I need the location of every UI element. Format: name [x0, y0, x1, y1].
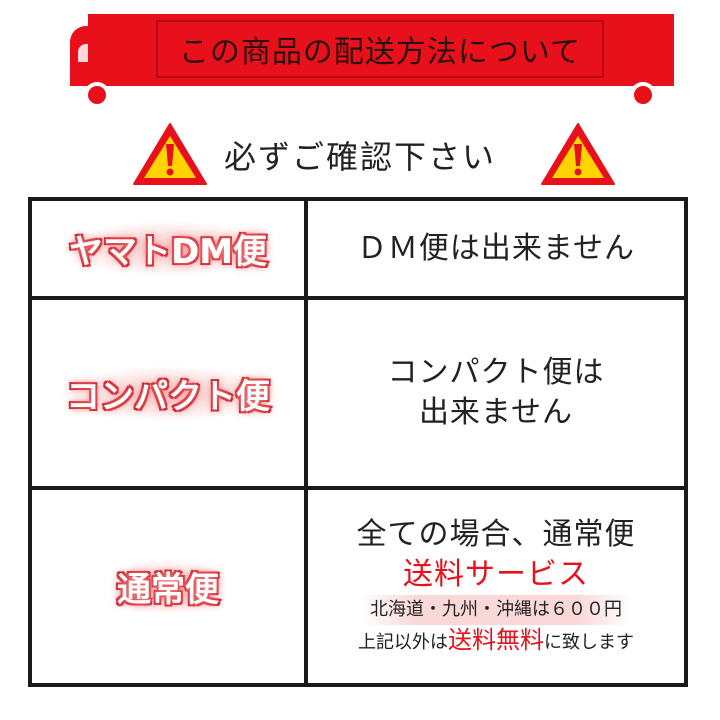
row-method-cell: コンパクト便: [32, 300, 304, 486]
row-note-line: 全ての場合、通常便: [356, 517, 636, 552]
truck-wheel-rear: [630, 82, 656, 108]
method-badge: ヤマトDM便: [60, 220, 276, 277]
remote-area-fee: 北海道・九州・沖縄は６００円: [360, 595, 632, 625]
row-note: ＤＭ便は出来ません: [356, 230, 636, 266]
table-divider-horizontal: [32, 296, 684, 300]
free-shipping-note: 上記以外は送料無料に致します: [358, 625, 634, 658]
row-method-cell: 通常便: [32, 490, 304, 683]
warning-text: 必ずご確認下さい: [223, 138, 496, 176]
truck-wheel-front: [84, 82, 110, 108]
row-note-cell: 全ての場合、通常便 送料サービス 北海道・九州・沖縄は６００円 上記以外は送料無…: [308, 490, 684, 683]
method-badge: 通常便: [109, 558, 227, 615]
free-shipping-label: 送料サービス: [403, 557, 589, 592]
table-divider-horizontal: [32, 486, 684, 490]
note-prefix: 上記以外は: [358, 632, 448, 653]
row-note-line: 出来ません: [418, 395, 574, 430]
header-banner: この商品の配送方法について: [70, 14, 674, 108]
note-suffix: に致します: [544, 632, 634, 653]
row-note-cell: コンパクト便は 出来ません: [308, 300, 684, 486]
table-divider-vertical: [304, 201, 308, 683]
row-note-line: コンパクト便は: [387, 355, 605, 390]
row-method-cell: ヤマトDM便: [32, 201, 304, 296]
shipping-table: ヤマトDM便 ＤＭ便は出来ません コンパクト便 コンパクト便は 出来ません 通常…: [28, 197, 688, 687]
note-red: 送料無料: [448, 626, 544, 654]
row-note-cell: ＤＭ便は出来ません: [308, 201, 684, 296]
banner-title: この商品の配送方法について: [156, 20, 604, 78]
warning-icon: [541, 123, 615, 185]
method-badge: コンパクト便: [58, 364, 278, 422]
warning-icon: [133, 123, 207, 185]
warning-row: 必ずご確認下さい: [0, 118, 720, 188]
